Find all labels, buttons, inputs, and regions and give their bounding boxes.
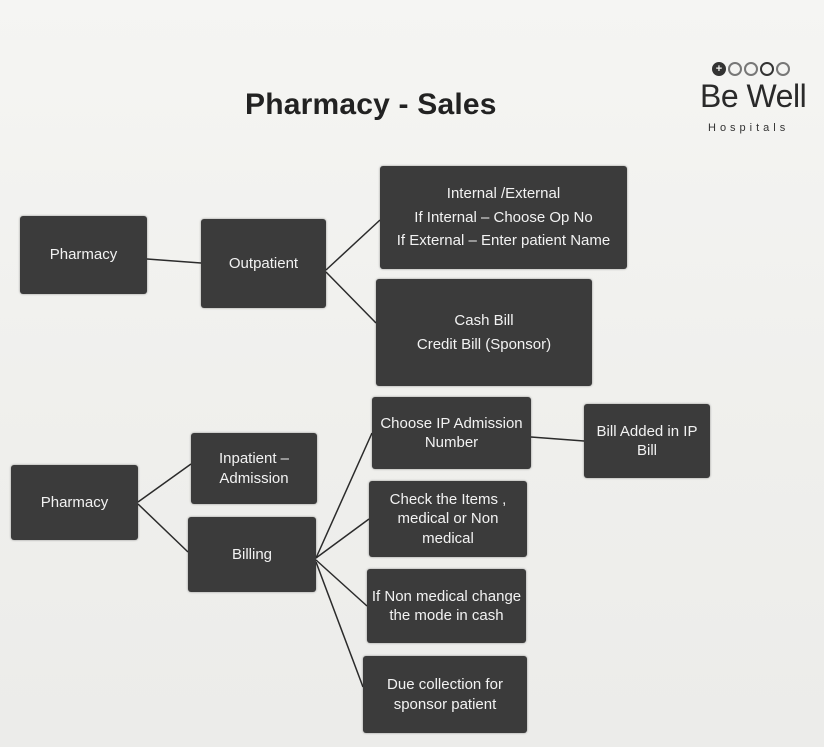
node-text: If External – Enter patient Name [396, 232, 611, 250]
node-pharmacy-inpatient: Pharmacy [11, 465, 138, 540]
connector-outpatient-internal [325, 219, 381, 271]
node-text: Check the Items , [389, 490, 507, 508]
ring-dot-icon [744, 62, 758, 76]
logo: + Be Well Hospitals [690, 62, 807, 144]
node-billing: Billing [188, 517, 316, 592]
node-text: Outpatient [228, 254, 299, 272]
connector-chooseip-billadded [530, 436, 585, 442]
node-text: medical [422, 529, 474, 547]
node-text: If Non medical change [371, 587, 522, 605]
node-text: sponsor patient [393, 695, 497, 713]
page-title: Pharmacy - Sales [245, 88, 497, 121]
connector-billing-due [315, 561, 364, 688]
node-text: Choose IP Admission [380, 414, 523, 432]
node-text: Number [424, 434, 479, 451]
node-non-medical: If Non medical change the mode in cash [367, 569, 526, 643]
ring-dot-icon [760, 62, 774, 76]
node-text: Inpatient – [218, 450, 290, 467]
ring-dot-icon [776, 62, 790, 76]
connector-billing-nonmedical [315, 559, 368, 607]
node-cash-credit-bill: Cash Bill Credit Bill (Sponsor) [376, 279, 592, 386]
node-bill-added: Bill Added in IP Bill [584, 404, 710, 478]
connector-pharmacy-outpatient [146, 258, 202, 264]
node-text: Pharmacy [40, 493, 109, 511]
node-text: Bill Added in IP [596, 422, 698, 440]
node-text: Billing [231, 545, 273, 563]
cross-dot-icon: + [712, 62, 726, 76]
node-text: medical or Non [397, 510, 499, 528]
logo-dots-icon: + [712, 62, 790, 76]
connector-pharmacy-inpatient [137, 463, 192, 503]
node-choose-ip-admission: Choose IP Admission Number [372, 397, 531, 469]
connector-billing-checkitems [315, 518, 370, 559]
node-text: Cash Bill [454, 312, 514, 329]
node-check-items: Check the Items , medical or Non medical [369, 481, 527, 557]
node-text: Due collection for [387, 676, 503, 693]
connector-pharmacy-billing [137, 503, 189, 553]
logo-name: Be Well [700, 78, 807, 114]
node-internal-external: Internal /External If Internal – Choose … [380, 166, 627, 269]
node-text: Credit Bill (Sponsor) [416, 335, 552, 353]
node-due-collection: Due collection for sponsor patient [363, 656, 527, 733]
node-text: Bill [636, 442, 657, 459]
ring-dot-icon [728, 62, 742, 76]
connector-billing-chooseip [315, 432, 373, 559]
node-text: Pharmacy [49, 246, 118, 264]
node-text: Internal /External [446, 185, 561, 203]
connector-outpatient-cash [325, 271, 377, 324]
node-text: If Internal – Choose Op No [414, 208, 593, 226]
node-pharmacy-outpatient: Pharmacy [20, 216, 147, 294]
node-inpatient-admission: Inpatient – Admission [191, 433, 317, 504]
node-text: Admission [219, 469, 289, 487]
logo-subtitle: Hospitals [708, 122, 790, 134]
node-outpatient: Outpatient [201, 219, 326, 308]
node-text: the mode in cash [389, 607, 504, 624]
